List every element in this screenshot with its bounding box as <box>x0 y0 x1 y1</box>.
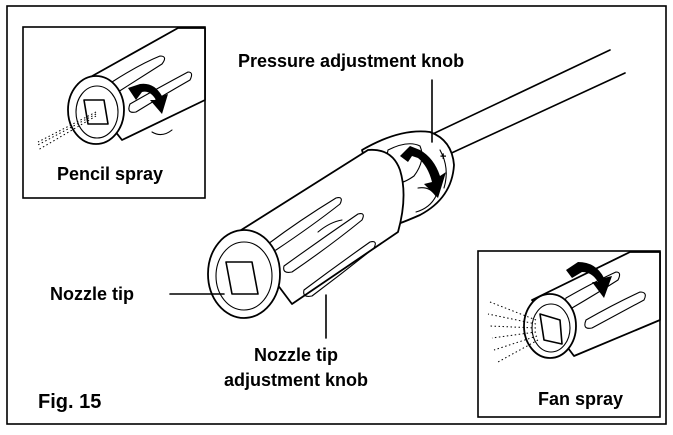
label-fan-spray: Fan spray <box>538 389 623 409</box>
fan-rotate-arrow <box>566 262 612 298</box>
pressure-knob-rotate-arrow <box>400 146 446 198</box>
nozzle-tip-face <box>207 229 281 319</box>
spray-wand: + <box>207 49 626 319</box>
pencil-rotate-arrow <box>128 83 168 114</box>
label-tip-adjustment-knob-line2: adjustment knob <box>224 370 368 390</box>
figure-frame <box>6 5 667 425</box>
wand-lance <box>419 49 626 163</box>
plus-sign: + <box>440 151 446 163</box>
label-pencil-spray: Pencil spray <box>57 164 163 184</box>
fan-spray-stream <box>487 301 539 363</box>
pencil-spray-stream <box>35 111 97 151</box>
inset-fan-spray: Fan spray <box>477 250 661 418</box>
nozzle-tip-slot <box>225 261 259 295</box>
figure-number: Fig. 15 <box>38 391 101 413</box>
inset-pencil-spray: Pencil spray <box>22 26 206 199</box>
label-nozzle-tip: Nozzle tip <box>50 284 134 304</box>
label-pressure-adjustment-knob: Pressure adjustment knob <box>238 51 464 71</box>
label-tip-adjustment-knob-line1: Nozzle tip <box>254 345 338 365</box>
